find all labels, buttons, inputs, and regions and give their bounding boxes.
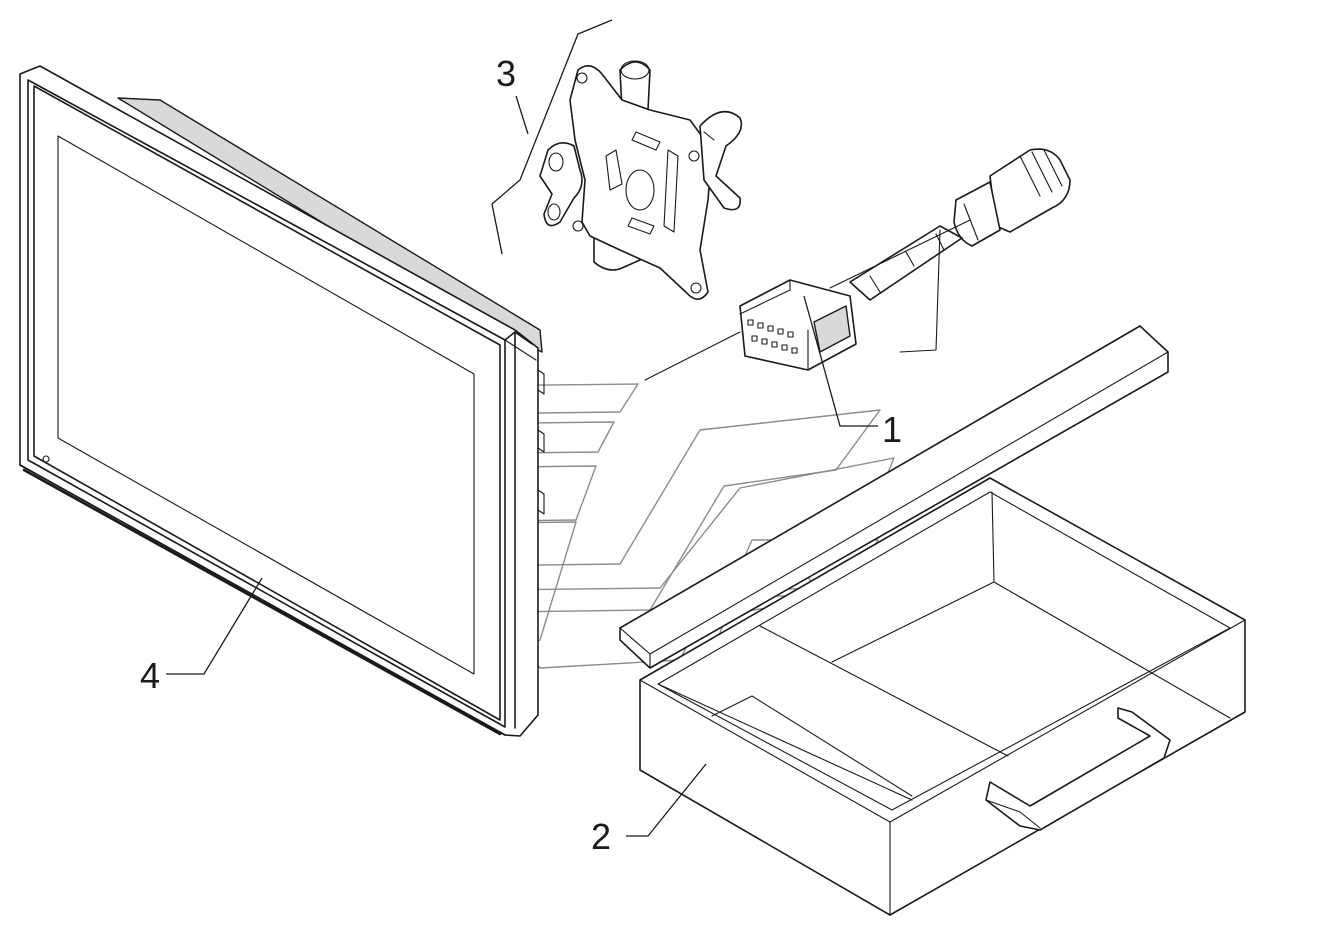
leader-3: [491, 19, 613, 255]
leader-1: [803, 295, 878, 427]
leader-2: [626, 763, 707, 837]
callout-1: 1: [882, 409, 902, 450]
connector-pins: [747, 319, 798, 354]
mounting-bracket: [539, 60, 743, 300]
leader-3b: [515, 95, 529, 135]
leader-lines: [166, 19, 878, 837]
callout-4: 4: [140, 655, 160, 696]
carrying-case: [619, 325, 1246, 916]
callout-3: 3: [496, 53, 516, 94]
cable-assembly: [644, 148, 1071, 381]
leader-4: [166, 577, 263, 675]
callout-2: 2: [591, 816, 611, 857]
display-unit: [19, 65, 545, 737]
